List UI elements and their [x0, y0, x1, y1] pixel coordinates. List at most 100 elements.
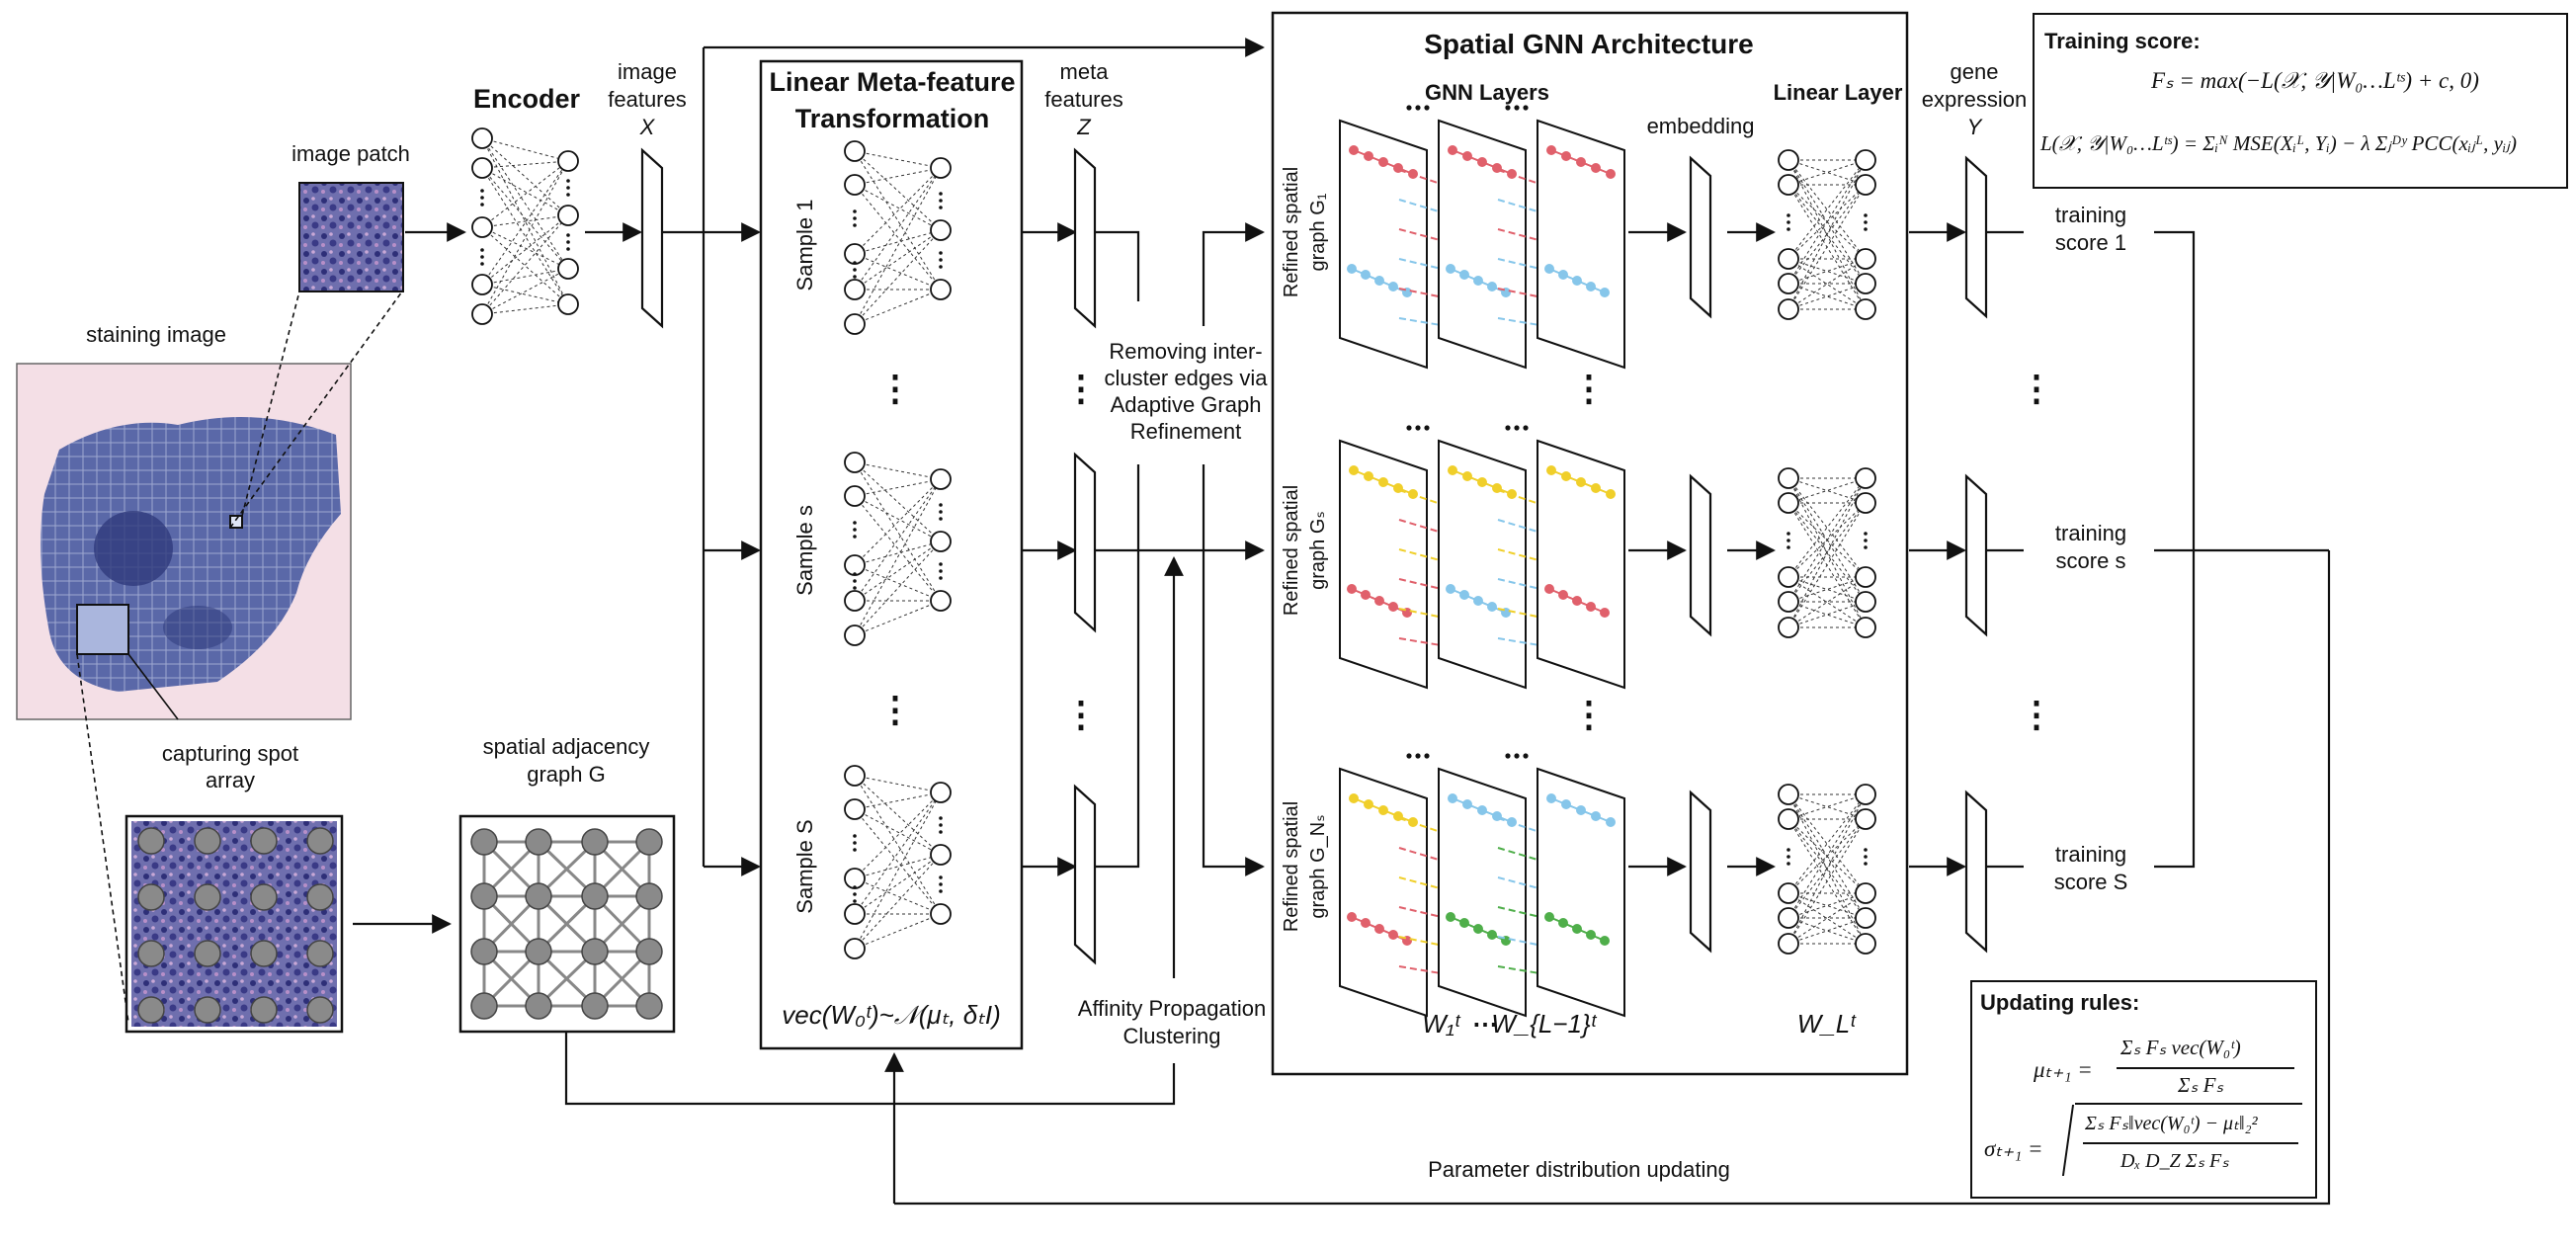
mu-num: Σₛ Fₛ vec(W₀ᵗ): [2120, 1036, 2241, 1059]
net-edge: [854, 478, 942, 636]
net-edge: [481, 268, 569, 286]
ellipsis-dot: [853, 209, 857, 213]
graph-node: [1586, 930, 1596, 940]
ellipsis-dot: [853, 216, 857, 220]
net-node: [930, 219, 952, 241]
graph-node: [1473, 924, 1483, 934]
capturing-spot: [250, 827, 278, 855]
affinity-label-2: Clustering: [1122, 1024, 1220, 1048]
gene-expression-vectors: [1909, 155, 2024, 954]
net-edge: [854, 184, 942, 291]
graph-node: [1361, 590, 1371, 600]
net-edge: [481, 303, 569, 315]
sqrt-sign: [2061, 1105, 2085, 1176]
ellipsis-dot: [939, 265, 943, 269]
net-node: [1855, 882, 1876, 904]
w-dots: ⋯: [1472, 1009, 1498, 1039]
graph-node: [1487, 282, 1497, 291]
graph-node: [1477, 805, 1487, 815]
graph-node: [1561, 471, 1571, 481]
training-score-s-b: score s: [2056, 548, 2126, 573]
net-edge: [481, 137, 569, 305]
net-node: [1778, 174, 1799, 196]
ellipsis-dot: [1787, 532, 1790, 536]
meta-features-var: Z: [1076, 115, 1092, 139]
net-edge: [481, 160, 569, 286]
graph-node: [1600, 288, 1610, 297]
graph-node: [470, 882, 498, 910]
net-node: [557, 205, 579, 226]
graph-node: [1378, 477, 1388, 487]
capturing-spot: [306, 940, 334, 967]
updating-rules-header: Updating rules:: [1980, 990, 2140, 1015]
param-update-label: Parameter distribution updating: [1428, 1157, 1730, 1182]
graph-node: [1561, 151, 1571, 161]
ellipsis-dot: [480, 189, 484, 193]
net-edge: [854, 478, 942, 566]
affinity-label: Affinity Propagation: [1078, 996, 1266, 1021]
graph-node: [525, 938, 552, 965]
ellipsis-dot: [566, 179, 570, 183]
capturing-spot: [306, 883, 334, 911]
ellipsis-dot: [853, 579, 857, 583]
graph-node: [1459, 590, 1469, 600]
net-edge: [854, 791, 942, 810]
net-edge: [481, 268, 569, 315]
graph-node: [1544, 912, 1554, 922]
ellipsis-dot: [1864, 545, 1868, 549]
net-node: [930, 590, 952, 612]
graph-node: [470, 938, 498, 965]
capturing-spot-label-2: array: [206, 768, 255, 792]
net-node: [844, 140, 866, 162]
graph-node: [1591, 483, 1601, 493]
graph-node: [1586, 602, 1596, 612]
ellipsis-dot: [566, 233, 570, 237]
refined-graph-N-label: Refined spatial: [1281, 801, 1302, 932]
mu-fraction-bar: [2117, 1067, 2294, 1069]
ellipsis-dot: [853, 223, 857, 227]
net-node: [844, 590, 866, 612]
net-edge: [1787, 159, 1867, 310]
ellipsis-dot: [853, 848, 857, 852]
graph-node: [470, 992, 498, 1020]
graph-node: [1561, 799, 1571, 809]
net-edge: [481, 214, 569, 315]
net-edge: [854, 150, 942, 169]
ellipsis-dot: [1864, 532, 1868, 536]
sigma-den: Dₓ D_Z Σₛ Fₛ: [2120, 1150, 2229, 1172]
graph-node: [525, 992, 552, 1020]
ellipsis-dot: [939, 823, 943, 827]
refinement-label-3: Adaptive Graph: [1111, 392, 1262, 417]
capturing-spot: [306, 996, 334, 1024]
net-node: [1855, 591, 1876, 613]
training-score-S: training: [2055, 842, 2126, 867]
net-node: [471, 303, 493, 325]
sample-1-label: Sample 1: [792, 200, 817, 291]
refined-graph-1-label-2: graph G₁: [1307, 193, 1329, 271]
ellipsis-dot: [939, 258, 943, 262]
ellipsis-dot: [1787, 855, 1790, 859]
linear-layer-label: Linear Layer: [1774, 80, 1903, 105]
graph-node: [581, 828, 609, 856]
ellipsis-dot: [853, 899, 857, 903]
refined-graph-N-label-2: graph G_Nₛ: [1307, 814, 1329, 918]
net-node: [557, 258, 579, 280]
capturing-spot: [250, 940, 278, 967]
net-edge: [1787, 477, 1867, 628]
net-edge: [854, 564, 942, 602]
embedding-vector: [1689, 473, 1712, 637]
graph-node: [1572, 276, 1582, 286]
net-edge: [854, 289, 942, 325]
net-node: [1855, 298, 1876, 320]
graph-node: [1558, 590, 1568, 600]
net-edge: [854, 253, 942, 291]
graph-node: [1572, 596, 1582, 606]
staining-image: [16, 363, 352, 720]
capturing-spot: [194, 883, 221, 911]
net-edge: [481, 284, 569, 305]
graph-node: [1572, 924, 1582, 934]
graph-node: [1378, 157, 1388, 167]
net-node: [930, 157, 952, 179]
capturing-spot: [137, 827, 165, 855]
graph-node: [1462, 799, 1472, 809]
